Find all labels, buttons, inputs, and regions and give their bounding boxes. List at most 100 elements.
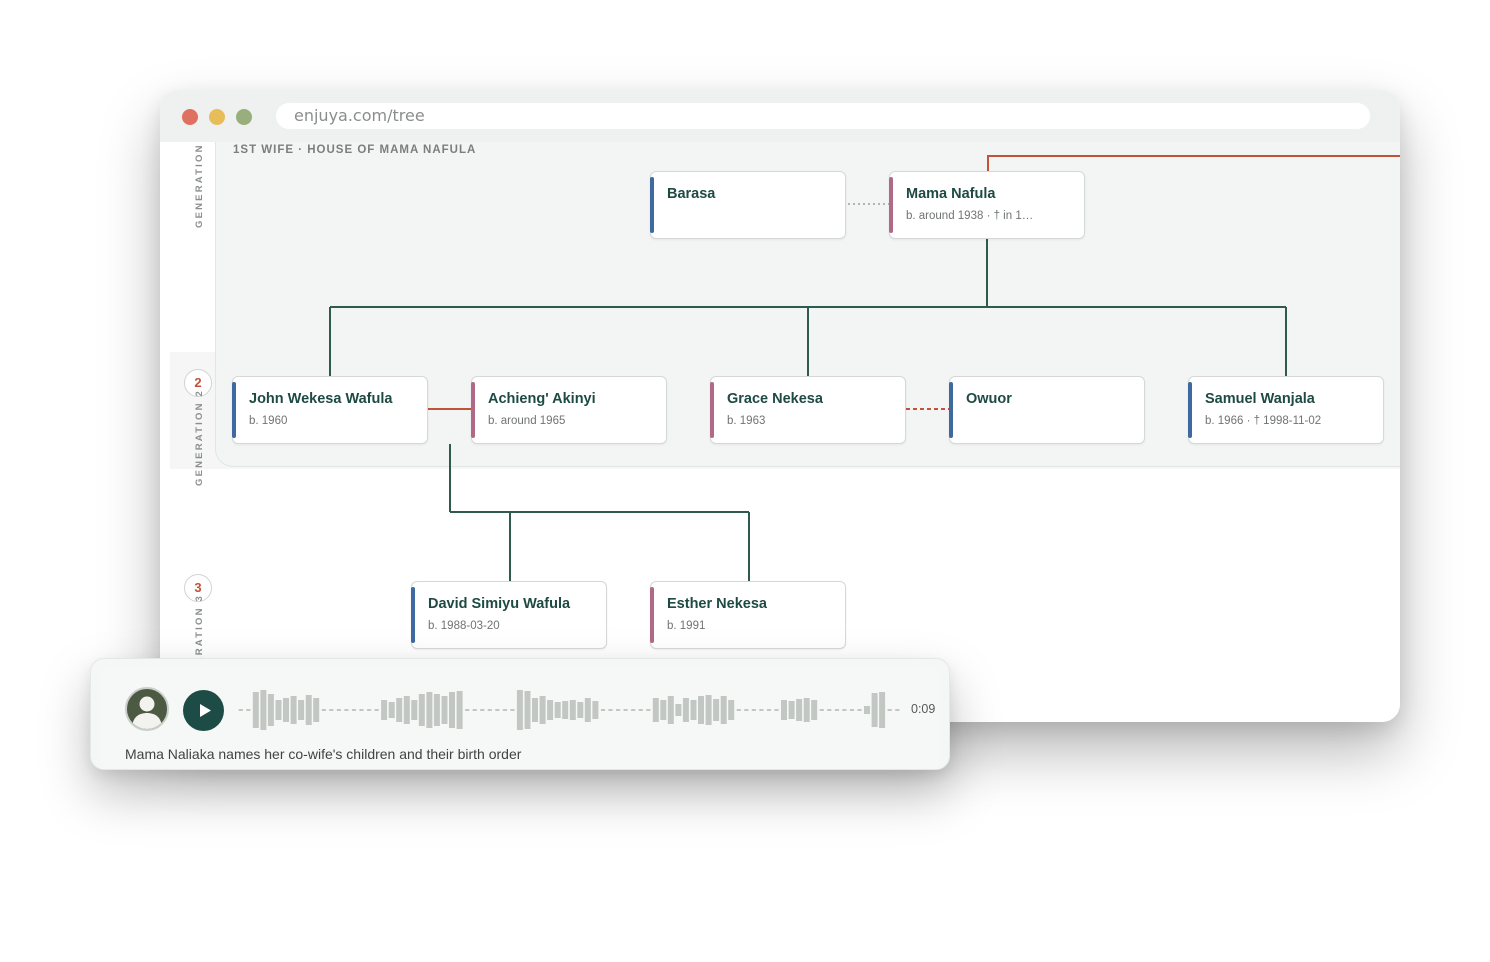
waveform-bar	[344, 709, 349, 711]
waveform-bar	[359, 709, 364, 711]
male-accent-bar	[650, 177, 654, 233]
waveform-bar	[895, 709, 900, 711]
person-dates: b. 1988-03-20	[428, 620, 500, 632]
waveform-bar	[675, 704, 682, 716]
waveform-bar	[374, 709, 379, 711]
waveform-bar	[336, 709, 341, 711]
person-dates: b. 1960	[249, 415, 288, 427]
waveform-scrubber[interactable]	[237, 687, 901, 733]
waveform-bar	[547, 700, 554, 720]
waveform-bar	[879, 692, 886, 728]
waveform-bar	[433, 694, 440, 726]
person-card-david-simiyu-wafula[interactable]: David Simiyu Wafula b. 1988-03-20	[411, 581, 607, 649]
person-card-mama-nafula[interactable]: Mama Nafula b. around 1938 · † in 1…	[889, 171, 1085, 239]
waveform-bar	[465, 709, 470, 711]
person-card-john-wekesa-wafula[interactable]: John Wekesa Wafula b. 1960	[232, 376, 428, 444]
male-accent-bar	[1188, 382, 1192, 438]
waveform-bar	[608, 709, 613, 711]
duration-label: 0:09	[911, 702, 936, 716]
waveform-bar	[811, 700, 818, 720]
waveform-bar	[705, 695, 712, 725]
person-card-barasa[interactable]: Barasa	[650, 171, 846, 239]
waveform-bar	[305, 695, 312, 725]
waveform-bar	[623, 709, 628, 711]
play-icon	[200, 704, 211, 717]
close-window-button[interactable]	[182, 109, 198, 125]
waveform-bar	[246, 709, 251, 711]
waveform-bar	[267, 694, 274, 726]
person-dates: b. 1991	[667, 620, 706, 632]
waveform-bar	[260, 690, 267, 730]
person-card-achieng-akinyi[interactable]: Achieng' Akinyi b. around 1965	[471, 376, 667, 444]
waveform-bar	[449, 692, 455, 728]
waveform-bar	[367, 709, 372, 711]
waveform-bar	[713, 699, 720, 721]
waveform-bar	[827, 709, 832, 711]
waveform-bar	[456, 691, 463, 729]
maximize-window-button[interactable]	[236, 109, 252, 125]
waveform-bar	[252, 692, 259, 728]
male-accent-bar	[949, 382, 953, 438]
waveform-bar	[631, 709, 636, 711]
person-dates: b. 1966 · † 1998-11-02	[1205, 415, 1322, 427]
waveform-bar	[842, 709, 847, 711]
waveform-bar	[781, 700, 787, 720]
waveform-bar	[472, 709, 477, 711]
waveform-bar	[524, 691, 531, 729]
waveform-bar	[652, 698, 659, 722]
waveform-bar	[238, 709, 243, 711]
male-accent-bar	[232, 382, 236, 438]
address-bar[interactable]: enjuya.com/tree	[276, 103, 1370, 129]
person-card-owuor[interactable]: Owuor	[949, 376, 1145, 444]
person-card-grace-nekesa[interactable]: Grace Nekesa b. 1963	[710, 376, 906, 444]
male-accent-bar	[411, 587, 415, 643]
waveform-bar	[516, 690, 523, 730]
family-tree-canvas[interactable]: 1ST WIFE · HOUSE OF MAMA NAFULA GENERATI…	[160, 142, 1400, 722]
waveform-bar	[690, 700, 697, 720]
waveform-bar	[803, 698, 810, 722]
generation-3-badge: 3	[184, 574, 212, 602]
waveform-bar	[577, 702, 584, 718]
waveform-bar	[638, 709, 643, 711]
waveform-bar	[796, 699, 803, 721]
waveform-bar	[766, 709, 772, 711]
waveform-bar	[720, 696, 727, 724]
waveform-bar	[584, 698, 591, 722]
clip-caption: Mama Naliaka names her co-wife's childre…	[125, 746, 522, 762]
person-dates: b. around 1965	[488, 415, 566, 427]
waveform-bar	[554, 702, 561, 718]
waveform-bar	[646, 709, 651, 711]
female-accent-bar	[471, 382, 475, 438]
tree-connectors	[329, 155, 1400, 581]
waveform-bar	[495, 709, 500, 711]
person-name: John Wekesa Wafula	[249, 391, 393, 407]
browser-window: enjuya.com/tree 1ST WIFE · HOUSE OF MAMA…	[160, 90, 1400, 722]
person-avatar-icon[interactable]	[125, 687, 169, 731]
waveform-bar	[751, 709, 756, 711]
person-card-samuel-wanjala[interactable]: Samuel Wanjala b. 1966 · † 1998-11-02	[1188, 376, 1384, 444]
waveform-bar	[728, 700, 735, 720]
person-dates: b. around 1938 · † in 1…	[906, 210, 1034, 222]
house-title: 1ST WIFE · HOUSE OF MAMA NAFULA	[233, 144, 477, 156]
waveform-bar	[411, 700, 418, 720]
waveform-bar	[871, 693, 878, 727]
waveform-bar	[403, 696, 410, 724]
minimize-window-button[interactable]	[209, 109, 225, 125]
waveform-bar	[381, 700, 388, 720]
waveform-bar	[510, 709, 515, 711]
waveform-bar	[660, 700, 667, 720]
waveform-bar	[667, 696, 674, 724]
waveform-bar	[480, 709, 485, 711]
person-name: Grace Nekesa	[727, 391, 823, 407]
person-name: Barasa	[667, 186, 716, 202]
person-name: Mama Nafula	[906, 186, 996, 202]
waveform-bar	[275, 700, 282, 720]
waveform-bar	[441, 696, 448, 724]
waveform-bar	[569, 700, 576, 720]
waveform-bar	[788, 701, 795, 719]
waveform-bar	[532, 698, 538, 722]
female-accent-bar	[710, 382, 714, 438]
person-card-esther-nekesa[interactable]: Esther Nekesa b. 1991	[650, 581, 846, 649]
waveform-bar	[396, 698, 403, 722]
play-button[interactable]	[183, 690, 224, 731]
